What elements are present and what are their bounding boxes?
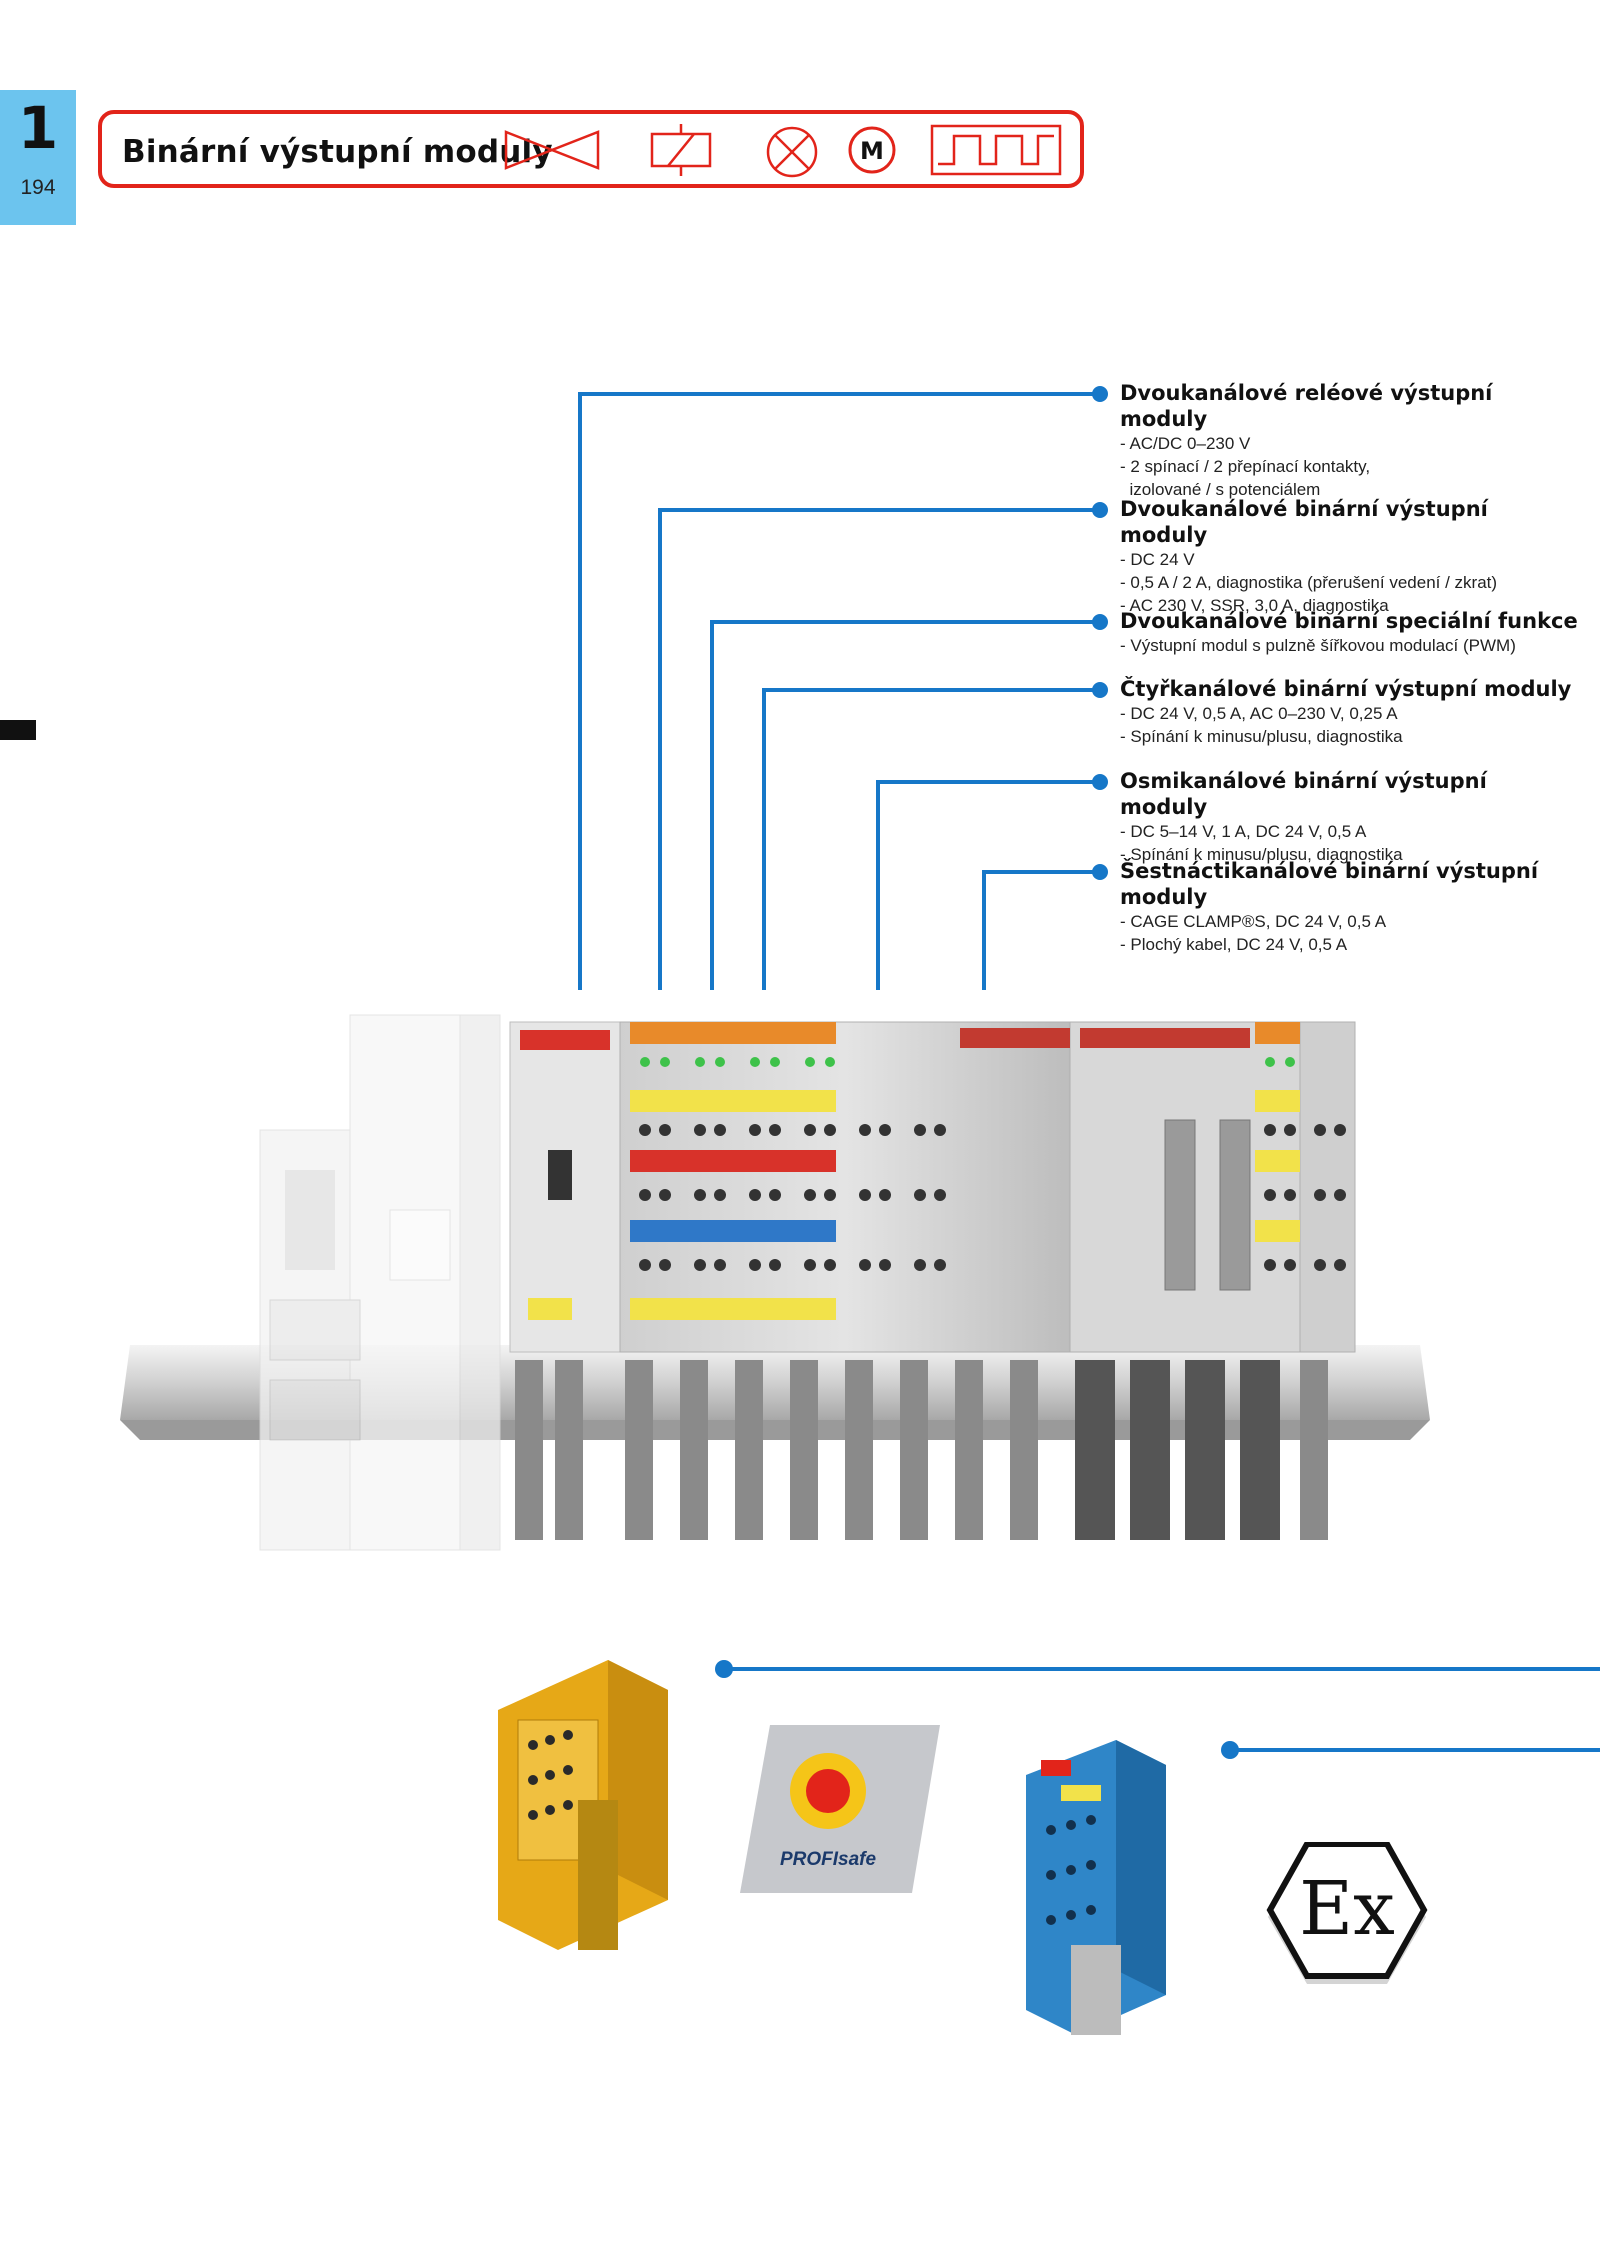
connector-dot xyxy=(1092,614,1108,630)
callout-line: - Spínání k minusu/plusu, diagnostika xyxy=(1120,845,1403,864)
pwm-pulse-icon xyxy=(930,124,1062,176)
side-marker xyxy=(0,720,36,740)
header-icon-strip: M xyxy=(504,124,1062,178)
callout-line: izolované / s potenciálem xyxy=(1120,480,1321,499)
section-title: Binární výstupní moduly xyxy=(122,134,553,170)
callout-line: - AC/DC 0–230 V xyxy=(1120,434,1251,453)
page-number: 194 xyxy=(20,176,56,199)
chapter-number: 1 xyxy=(17,94,59,162)
callout-title: Šestnáctikanálové binární výstupní modul… xyxy=(1120,859,1539,909)
callout-line: - 2 spínací / 2 přepínací kontakty, xyxy=(1120,457,1371,476)
relay-coil-icon xyxy=(650,124,712,176)
safety-module-image xyxy=(498,1660,668,1950)
valve-icon xyxy=(504,130,600,170)
motor-icon: M xyxy=(848,126,896,174)
ex-badge: Ex xyxy=(1262,1841,1432,1992)
connector-dot xyxy=(715,1660,733,1678)
ex-module-image xyxy=(1026,1740,1166,2035)
callout-line: - 0,5 A / 2 A, diagnostika (přerušení ve… xyxy=(1120,573,1498,592)
fieldbus-coupler xyxy=(259,1014,501,1551)
callout-title: Čtyřkanálové binární výstupní moduly xyxy=(1120,677,1572,701)
connector-dot xyxy=(1092,682,1108,698)
chapter-tab: 1 194 xyxy=(0,90,76,225)
callout-relay-outputs: Dvoukanálové reléové výstupní moduly - A… xyxy=(1120,380,1580,501)
connector-dot xyxy=(1092,864,1108,880)
lamp-icon xyxy=(766,126,818,178)
callout-line: - Spínání k minusu/plusu, diagnostika xyxy=(1120,727,1403,746)
callout-special-functions: Dvoukanálové binární speciální funkce - … xyxy=(1120,608,1580,657)
callout-line: - AC 230 V, SSR, 3,0 A, diagnostika xyxy=(1120,596,1389,615)
connector-dot xyxy=(1221,1741,1239,1759)
connector-dot xyxy=(1092,386,1108,402)
io-modules xyxy=(509,1021,1356,1540)
motor-label: M xyxy=(860,137,884,165)
callout-line: - DC 5–14 V, 1 A, DC 24 V, 0,5 A xyxy=(1120,822,1367,841)
callout-line: - Plochý kabel, DC 24 V, 0,5 A xyxy=(1120,935,1348,954)
callout-8ch-outputs: Osmikanálové binární výstupní moduly - D… xyxy=(1120,768,1580,866)
callout-16ch-outputs: Šestnáctikanálové binární výstupní modul… xyxy=(1120,858,1580,956)
connector-dot xyxy=(1092,502,1108,518)
connector-dot xyxy=(1092,774,1108,790)
callout-4ch-outputs: Čtyřkanálové binární výstupní moduly - D… xyxy=(1120,676,1580,748)
section-header: Binární výstupní moduly M xyxy=(98,110,1084,188)
callout-title: Osmikanálové binární výstupní moduly xyxy=(1120,769,1487,819)
callout-title: Dvoukanálové binární výstupní moduly xyxy=(1120,497,1488,547)
callout-title: Dvoukanálové binární speciální funkce xyxy=(1120,609,1578,633)
callout-title: Dvoukanálové reléové výstupní moduly xyxy=(1120,381,1493,431)
profisafe-badge: PROFIsafe xyxy=(740,1725,940,1893)
callout-line: - DC 24 V xyxy=(1120,550,1195,569)
profisafe-label: PROFIsafe xyxy=(779,1849,877,1870)
callout-line: - DC 24 V, 0,5 A, AC 0–230 V, 0,25 A xyxy=(1120,704,1398,723)
callout-line: - CAGE CLAMP®S, DC 24 V, 0,5 A xyxy=(1120,912,1387,931)
ex-label: Ex xyxy=(1299,1866,1395,1952)
callout-2ch-outputs: Dvoukanálové binární výstupní moduly - D… xyxy=(1120,496,1580,617)
io-system-illustration xyxy=(120,1014,1430,1551)
callout-line: - Výstupní modul s pulzně šířkovou modul… xyxy=(1120,636,1516,655)
